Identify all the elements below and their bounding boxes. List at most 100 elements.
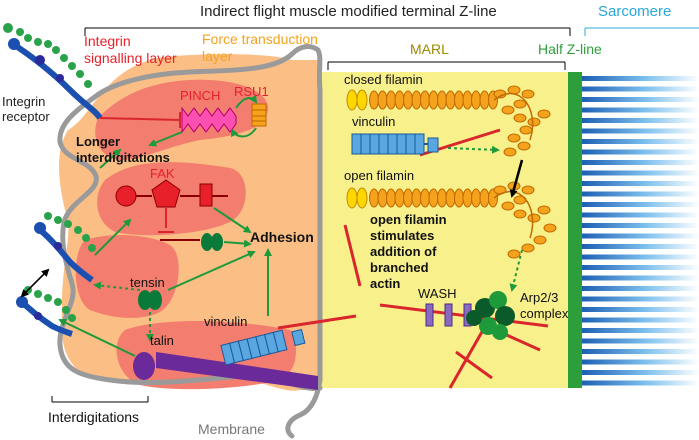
open-filamin-note-2: stimulates [370, 228, 434, 243]
membrane-outline [57, 44, 323, 439]
filamin-domain [420, 188, 430, 208]
arp-label-2: complex [520, 306, 569, 321]
interdigitations-label: Interdigitations [48, 409, 139, 425]
vinculin-marl-label: vinculin [352, 114, 395, 129]
filamin-domain [521, 89, 535, 99]
sarcomere-label: Sarcomere [598, 3, 671, 20]
closed-filamin [346, 85, 551, 157]
signalling-arrows [58, 148, 272, 357]
filamin-domain [479, 188, 490, 208]
pinch-to-longer-arrow [148, 131, 183, 147]
filamin-head [356, 89, 368, 111]
filamin-domain [462, 90, 473, 110]
filamin-domain [513, 99, 527, 109]
vinculin-domain [396, 133, 407, 155]
filamin-domain [411, 188, 422, 208]
filamin-domain [403, 188, 413, 208]
fak-protein [115, 179, 228, 208]
integrin-pinch-inhibition [99, 112, 181, 128]
filamin-domain [471, 188, 481, 208]
sarcomere-striation [582, 307, 699, 312]
vinculin-left-protein [220, 328, 306, 366]
vinculin-marl-protein [351, 133, 439, 155]
filamin-domain [369, 90, 379, 110]
vinculin-left-body [220, 328, 306, 366]
integrin-receptor-top [3, 23, 103, 120]
sarcomere-striation [582, 118, 699, 123]
sarcomere-striation [582, 265, 699, 270]
vinculin-domain [378, 133, 389, 155]
integrin-receptor-bottom [16, 286, 76, 337]
sarcomere-striation [582, 160, 699, 165]
vinculin-tail [427, 137, 439, 153]
filamin-domain [454, 188, 464, 208]
sarcomere-striation [582, 359, 699, 365]
fak-partner-protein [160, 233, 223, 251]
filamin-domain [527, 117, 541, 127]
sarcomere-striation [582, 244, 699, 249]
open-filamin-note-3: addition of [370, 244, 437, 259]
filamin-domain [533, 235, 547, 245]
integrin-signalling-label-1: Integrin [84, 33, 131, 49]
filamin-domain [377, 90, 388, 110]
sarcomere-striation [582, 149, 699, 155]
filamin-domain [521, 185, 535, 195]
filamin-domain [386, 188, 396, 208]
arp-label-1: Arp2/3 [520, 290, 558, 305]
longer-label-1: Longer [76, 134, 120, 149]
filamin-domain [454, 90, 464, 110]
filamin-head [346, 187, 358, 209]
membrane-label: Membrane [198, 421, 265, 437]
open-filamin [346, 181, 557, 259]
filamin-to-arp-dashed-arrow [509, 249, 523, 292]
filamin-domain [377, 188, 388, 208]
vinculin-domain [414, 133, 425, 155]
tensin-protein [138, 290, 162, 310]
wash-label: WASH [418, 286, 457, 301]
filamin-domain [501, 105, 515, 115]
sarcomere-striation [582, 254, 699, 260]
open-filamin-note-1: open filamin [370, 212, 447, 227]
rsu1-label: RSU1 [234, 84, 269, 99]
filamin-domain [369, 188, 379, 208]
vinculin-domain [369, 133, 380, 155]
filamin-domain [513, 209, 527, 219]
tensin-label: tensin [130, 275, 165, 290]
open-filamin-label: open filamin [344, 168, 414, 183]
filamin-domain [411, 90, 422, 110]
filamin-domain [519, 125, 533, 135]
filamin-head [356, 187, 368, 209]
interdigitations-bracket [51, 396, 149, 403]
filamin-domain [445, 90, 456, 110]
vinculin-domain [405, 133, 416, 155]
sarcomere-striation [582, 128, 699, 134]
sarcomere-striation [582, 275, 699, 281]
filamin-domain [445, 188, 456, 208]
top-bracket [84, 27, 571, 36]
pinch-rsu1-arrow-bottom [231, 127, 257, 138]
sarcomere-striation [582, 107, 699, 113]
integrin-receptor-middle [34, 212, 96, 283]
diagram-title: Indirect flight muscle modified terminal… [200, 3, 497, 20]
half-zline-label: Half Z-line [538, 41, 602, 57]
sarcomere-striation [582, 370, 699, 375]
sarcomere-striation [582, 139, 699, 144]
fak-label: FAK [150, 166, 175, 181]
filamin-domain [471, 90, 481, 110]
closed-filamin-label: closed filamin [344, 72, 423, 87]
marl-bracket [327, 61, 566, 70]
filamin-domain [386, 90, 396, 110]
rsu1-protein [251, 103, 267, 127]
sarcomere-striation [582, 223, 699, 228]
filamin-domain [521, 243, 535, 253]
integrin-signalling-label-2: signalling layer [84, 50, 177, 66]
filamin-linker [493, 190, 534, 239]
filamin-domain [543, 223, 557, 233]
open-filamin-note-4: branched [370, 260, 429, 275]
sarcomere-striation [582, 233, 699, 239]
filamin-domain [488, 188, 498, 208]
sarcomere-striation [582, 202, 699, 207]
vinculin-domain [351, 133, 362, 155]
